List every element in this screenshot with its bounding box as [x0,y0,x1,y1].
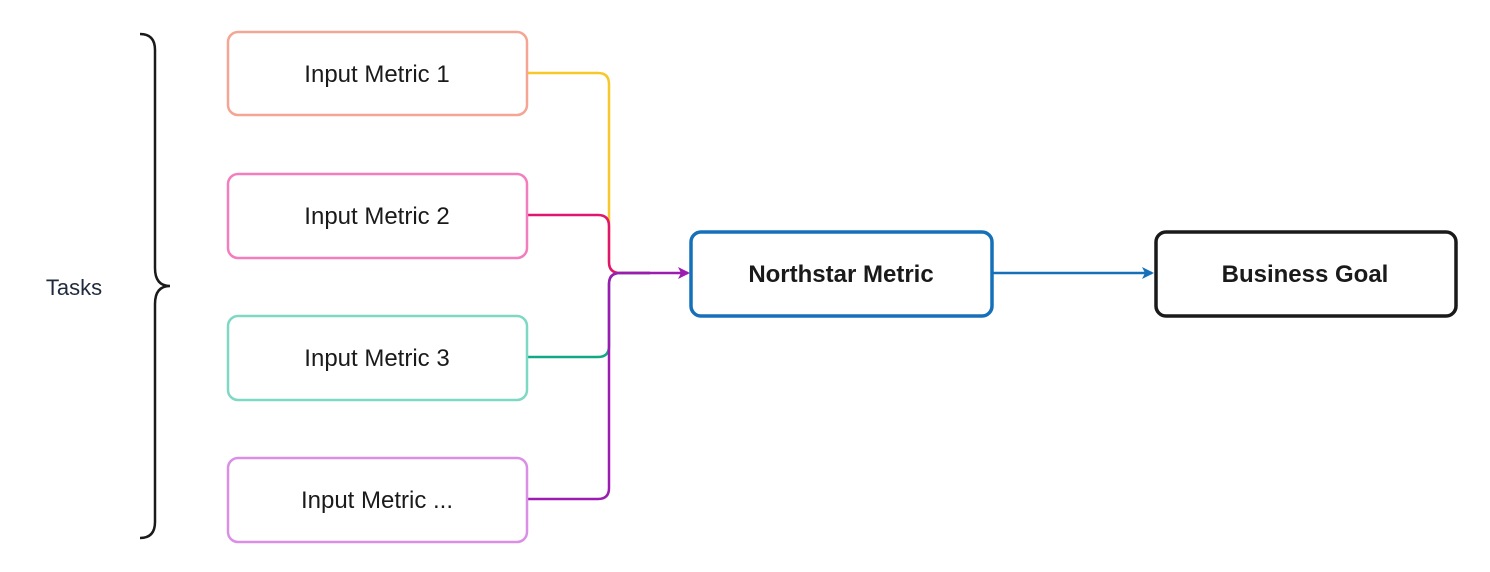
connector-input-3 [528,271,650,359]
input-metric-3-label: Input Metric 3 [304,345,449,372]
northstar-metric[interactable]: Northstar Metric [689,230,994,318]
business-goal[interactable]: Business Goal [1154,230,1458,318]
input-metric-more-label: Input Metric ... [301,487,453,514]
input-metric-more[interactable]: Input Metric ... [226,456,529,544]
northstar-metric-label: Northstar Metric [748,261,933,288]
connector-input-4 [528,267,690,501]
connector-input-2 [528,213,650,275]
business-goal-label: Business Goal [1222,261,1389,288]
tasks-bracket [139,32,171,540]
input-metric-1[interactable]: Input Metric 1 [226,30,529,117]
input-metric-1-label: Input Metric 1 [304,61,449,88]
connector-input-1 [528,71,650,275]
tasks-label: Tasks [46,275,102,300]
input-metric-2[interactable]: Input Metric 2 [226,172,529,260]
input-metric-2-label: Input Metric 2 [304,203,449,230]
input-metric-3[interactable]: Input Metric 3 [226,314,529,402]
